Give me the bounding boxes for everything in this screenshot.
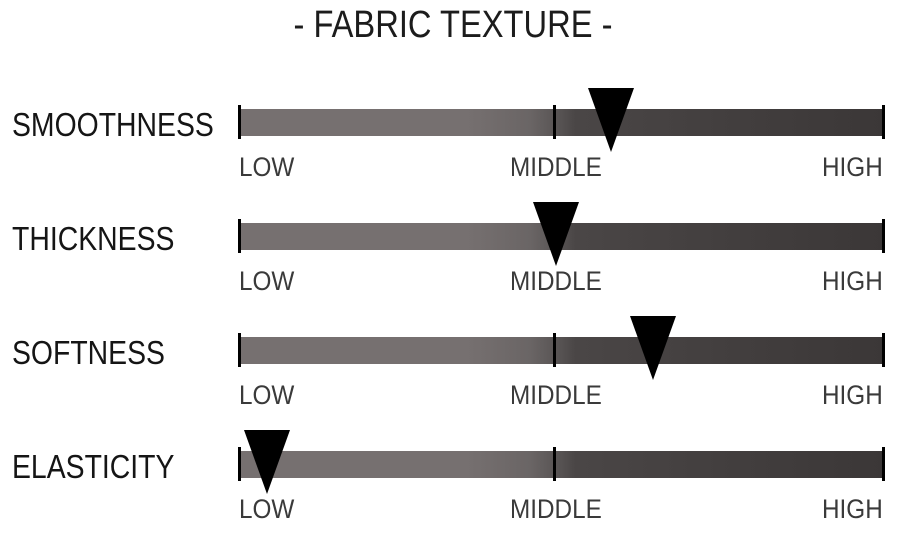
scale-label-high: HIGH xyxy=(822,152,883,182)
tick-low xyxy=(238,333,241,367)
tick-middle xyxy=(553,447,556,481)
level-marker-icon xyxy=(587,88,634,152)
tick-low xyxy=(238,105,241,139)
row-label: ELASTICITY xyxy=(12,448,175,485)
rating-row-smoothness: SMOOTHNESS LOW MIDDLE HIGH xyxy=(0,86,906,196)
scale-label-low: LOW xyxy=(239,152,295,182)
tick-middle xyxy=(553,333,556,367)
page-title: - FABRIC TEXTURE - xyxy=(293,4,613,46)
scale-label-middle: MIDDLE xyxy=(510,380,602,410)
tick-high xyxy=(882,333,885,367)
tick-low xyxy=(238,447,241,481)
rating-row-thickness: THICKNESS LOW MIDDLE HIGH xyxy=(0,200,906,310)
scale-label-low: LOW xyxy=(239,266,295,296)
level-marker-icon xyxy=(243,430,290,494)
rating-bar xyxy=(241,109,884,136)
tick-high xyxy=(882,219,885,253)
tick-low xyxy=(238,219,241,253)
scale-label-low: LOW xyxy=(239,380,295,410)
rating-bar xyxy=(241,337,884,364)
row-label: THICKNESS xyxy=(12,220,175,257)
scale-label-high: HIGH xyxy=(822,380,883,410)
rating-row-softness: SOFTNESS LOW MIDDLE HIGH xyxy=(0,314,906,424)
rating-row-elasticity: ELASTICITY LOW MIDDLE HIGH xyxy=(0,428,906,538)
scale-label-low: LOW xyxy=(239,494,295,524)
tick-high xyxy=(882,447,885,481)
level-marker-icon xyxy=(533,202,580,266)
scale-label-middle: MIDDLE xyxy=(510,152,602,182)
level-marker-icon xyxy=(629,316,676,380)
scale-label-high: HIGH xyxy=(822,266,883,296)
tick-high xyxy=(882,105,885,139)
tick-middle xyxy=(553,105,556,139)
scale-label-high: HIGH xyxy=(822,494,883,524)
scale-label-middle: MIDDLE xyxy=(510,494,602,524)
scale-label-middle: MIDDLE xyxy=(510,266,602,296)
row-label: SMOOTHNESS xyxy=(12,106,214,143)
row-label: SOFTNESS xyxy=(12,334,165,371)
rating-bar xyxy=(241,451,884,478)
